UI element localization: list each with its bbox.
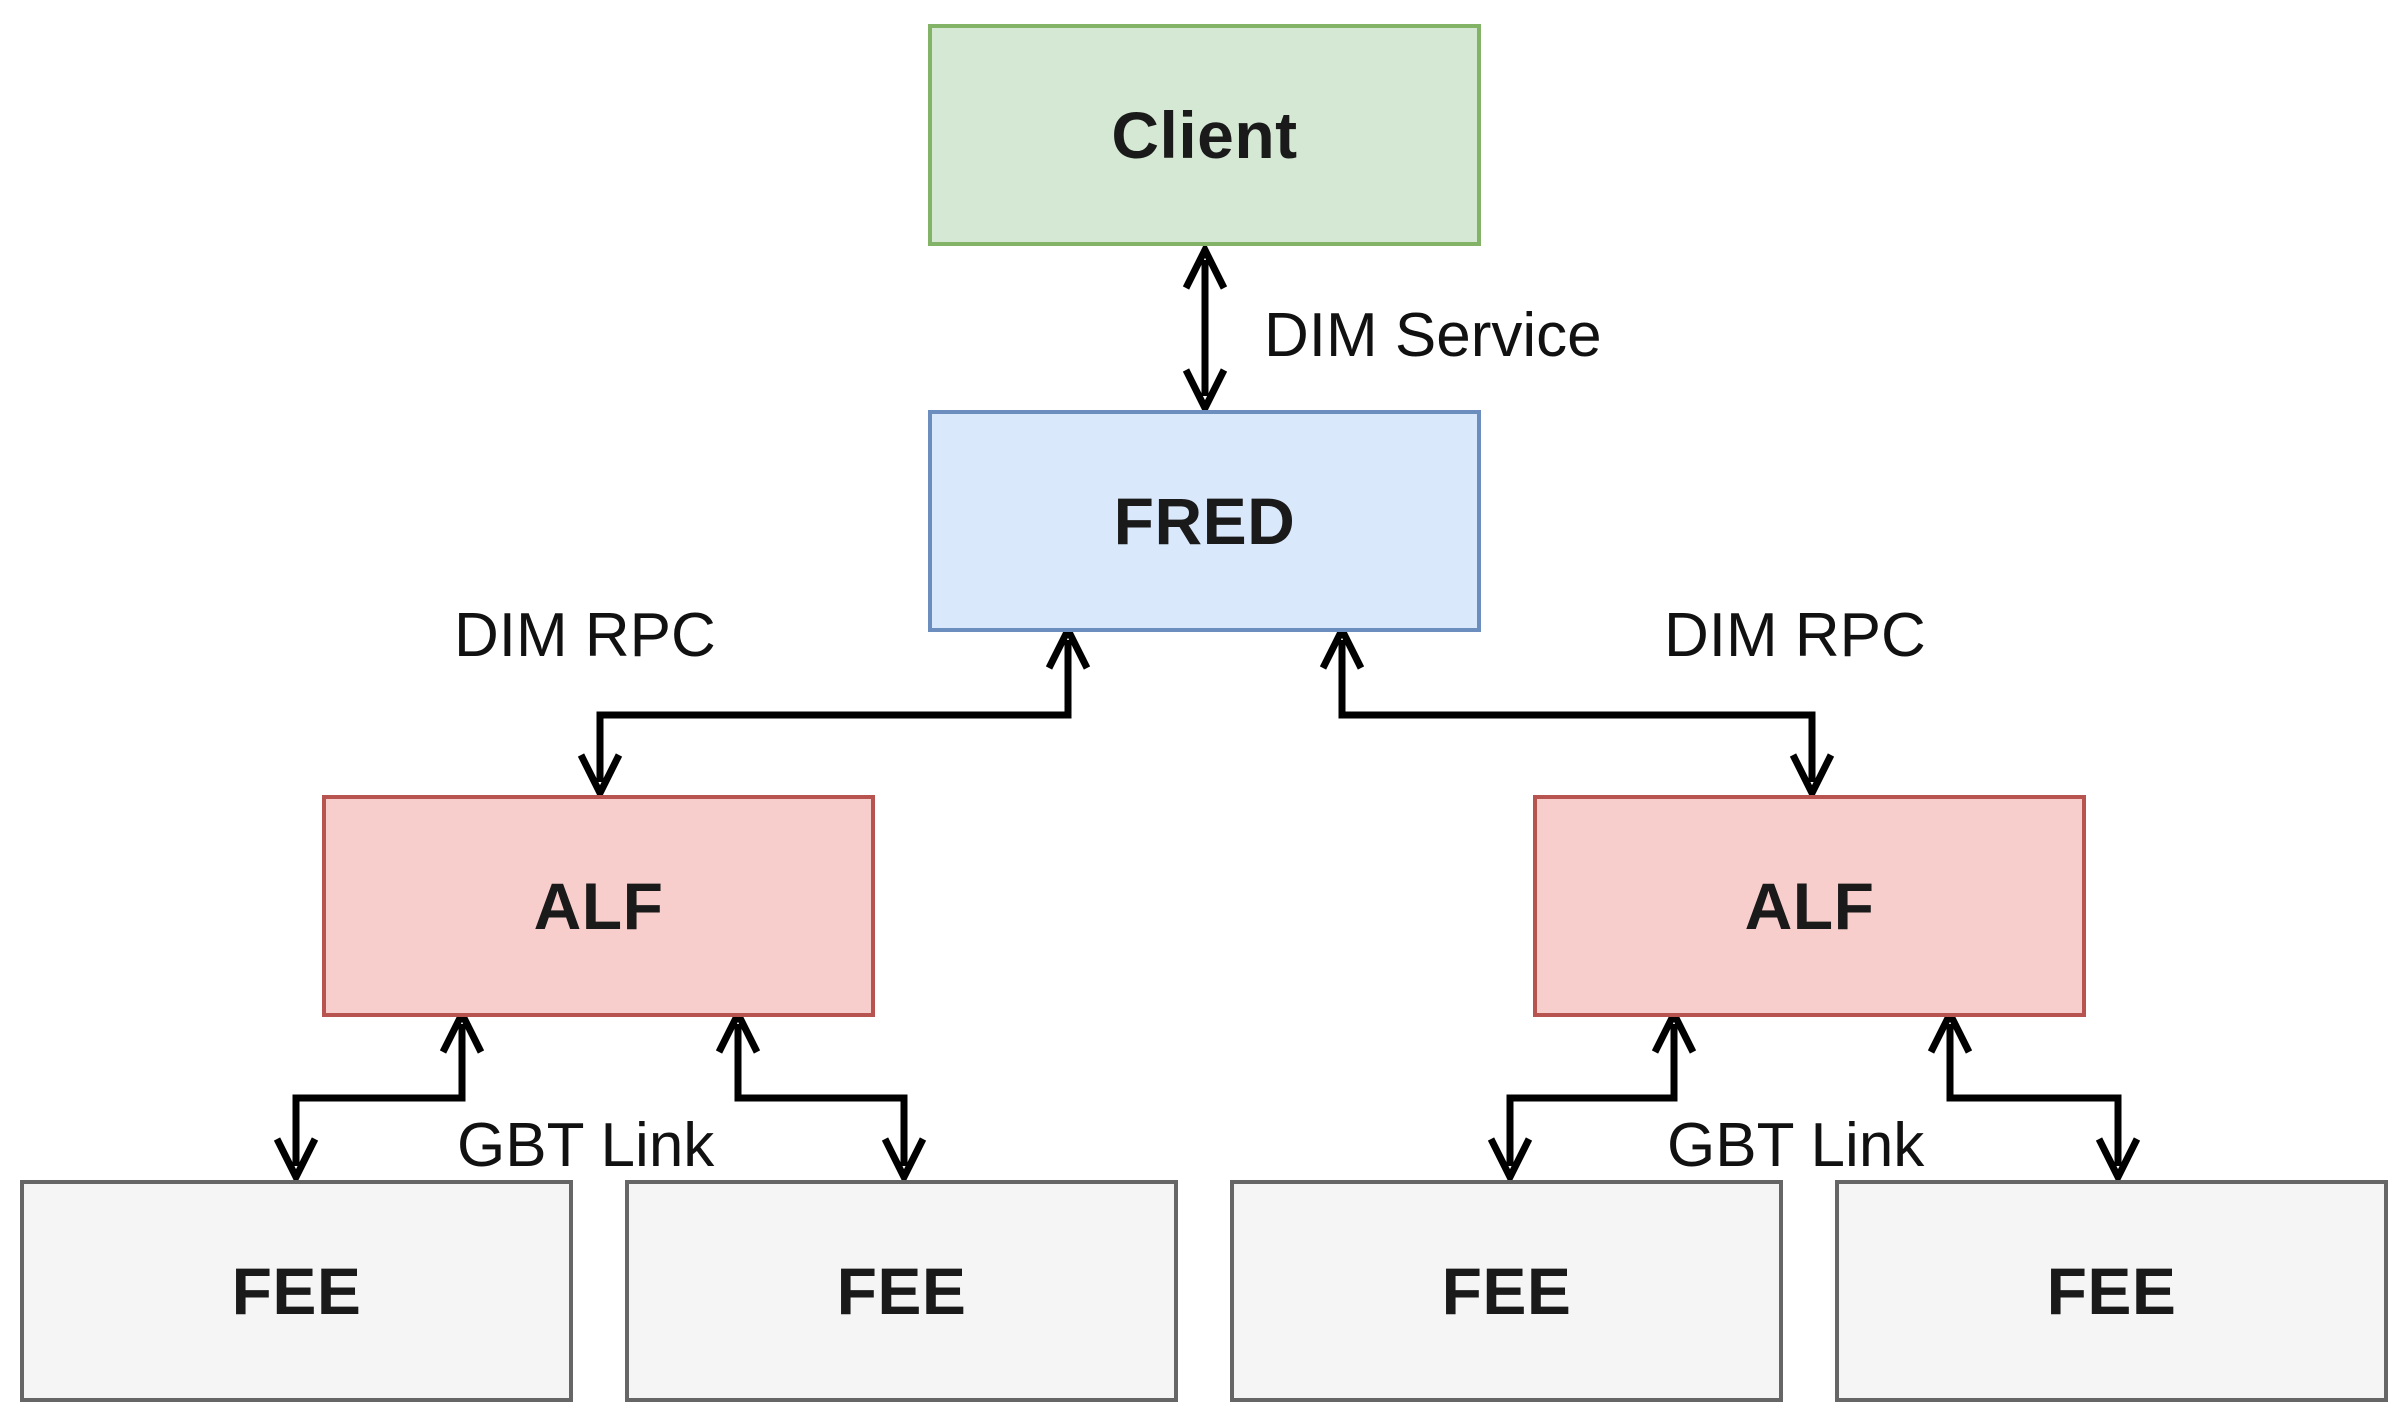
connector-alf-right-fee-4 (1927, 1006, 2141, 1185)
alf-left-node: ALF (322, 795, 875, 1017)
fee-1-label: FEE (231, 1254, 362, 1328)
client-node: Client (928, 24, 1481, 246)
fee-node-3: FEE (1230, 1180, 1783, 1402)
connector-alf-left-fee-1 (273, 1006, 485, 1185)
alf-right-label: ALF (1744, 869, 1875, 943)
fee-4-label: FEE (2046, 1254, 2177, 1328)
edge-label-dim-rpc-right: DIM RPC (1664, 601, 1926, 670)
edge-label-dim-rpc-left: DIM RPC (454, 601, 716, 670)
fee-2-label: FEE (836, 1254, 967, 1328)
fee-node-2: FEE (625, 1180, 1178, 1402)
edge-label-gbt-link-right: GBT Link (1667, 1111, 1925, 1180)
alf-left-label: ALF (533, 869, 664, 943)
client-label: Client (1111, 98, 1298, 172)
edge-label-dim-service: DIM Service (1264, 301, 1602, 370)
fee-node-4: FEE (1835, 1180, 2388, 1402)
connector-alf-right-fee-3 (1487, 1006, 1697, 1185)
connector-client-fred (1182, 242, 1228, 416)
fred-label: FRED (1113, 484, 1296, 558)
fred-node: FRED (928, 410, 1481, 632)
fee-3-label: FEE (1441, 1254, 1572, 1328)
alf-right-node: ALF (1533, 795, 2086, 1017)
edge-label-gbt-link-left: GBT Link (457, 1111, 715, 1180)
fee-node-1: FEE (20, 1180, 573, 1402)
connector-alf-left-fee-2 (715, 1006, 927, 1185)
